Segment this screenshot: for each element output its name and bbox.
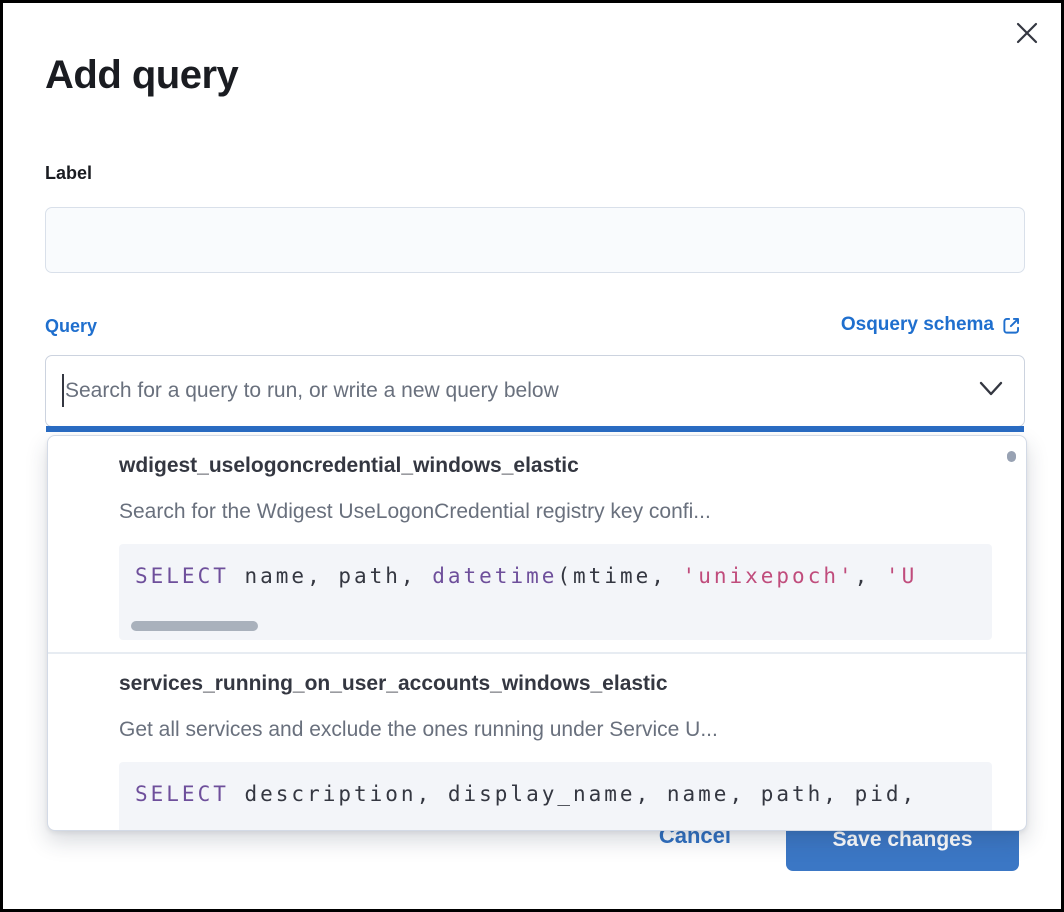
label-input[interactable] <box>45 207 1025 273</box>
osquery-schema-link-label: Osquery schema <box>840 314 994 335</box>
sql-text: , <box>854 564 886 588</box>
query-option-sql-preview: SELECT name, path, datetime(mtime, 'unix… <box>119 544 992 640</box>
sql-text: description, display_name, name, path, p… <box>228 782 918 806</box>
sql-keyword: SELECT <box>135 564 229 588</box>
modal-title: Add query <box>45 53 239 97</box>
query-combobox[interactable] <box>45 355 1025 432</box>
chevron-down-icon[interactable] <box>979 381 1003 397</box>
query-option-sql-preview: SELECT description, display_name, name, … <box>119 762 992 830</box>
query-option-services[interactable]: services_running_on_user_accounts_window… <box>119 672 992 830</box>
query-option-description: Search for the Wdigest UseLogonCredentia… <box>119 500 711 523</box>
label-field-label: Label <box>45 163 93 183</box>
external-link-icon <box>1002 316 1021 335</box>
horizontal-scrollbar-thumb[interactable] <box>131 621 258 631</box>
text-cursor <box>62 374 64 407</box>
osquery-schema-link[interactable]: Osquery schema <box>841 314 1021 336</box>
query-search-input[interactable] <box>47 357 955 424</box>
query-option-wdigest[interactable]: wdigest_uselogoncredential_windows_elast… <box>119 454 992 640</box>
sql-string: 'U <box>885 564 918 588</box>
sql-string: 'unixepoch' <box>682 564 855 588</box>
sql-text: (mtime, <box>557 564 683 588</box>
vertical-scrollbar-thumb[interactable] <box>1007 451 1016 462</box>
focus-underline <box>46 426 1024 432</box>
sql-text: name, path, <box>228 564 433 588</box>
sql-keyword: SELECT <box>135 782 229 806</box>
close-icon[interactable] <box>1013 19 1041 47</box>
sql-keyword: datetime <box>432 564 558 588</box>
query-field-label: Query <box>45 316 98 336</box>
query-option-title: wdigest_uselogoncredential_windows_elast… <box>119 454 579 477</box>
query-option-title: services_running_on_user_accounts_window… <box>119 672 668 695</box>
query-option-description: Get all services and exclude the ones ru… <box>119 718 718 741</box>
option-divider <box>48 652 1026 654</box>
query-suggestions-dropdown: wdigest_uselogoncredential_windows_elast… <box>47 435 1027 831</box>
